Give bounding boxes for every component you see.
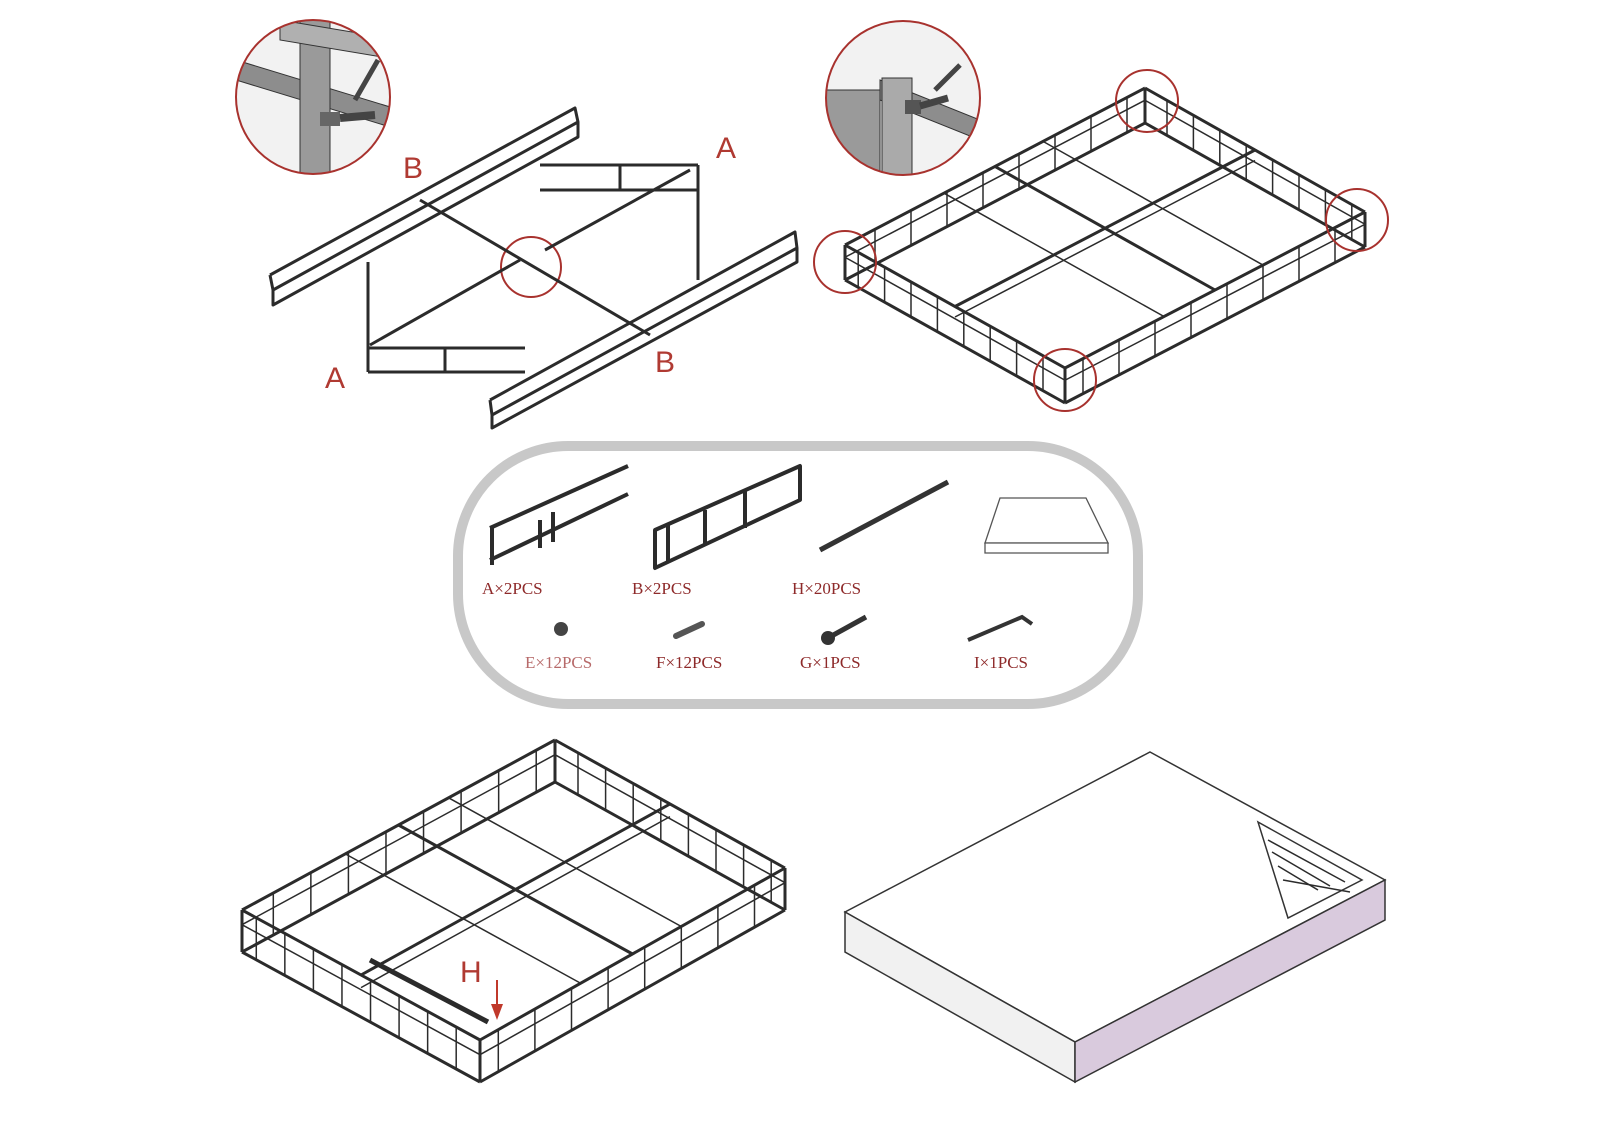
part-label-h: H×20PCS xyxy=(792,579,861,598)
corner-highlight-left xyxy=(813,230,877,294)
corner-highlight-front xyxy=(1033,348,1097,412)
frame-bar xyxy=(241,950,481,1084)
part-label-e: E×12PCS xyxy=(525,653,592,672)
rail-b-bottom xyxy=(488,230,799,430)
label-h: H xyxy=(460,956,482,989)
insert-arrow-icon xyxy=(491,980,503,1020)
frame-bar xyxy=(844,256,1066,381)
slat xyxy=(943,192,1165,318)
part-e-image xyxy=(554,622,568,636)
part-label-a: A×2PCS xyxy=(482,579,543,598)
frame-bar xyxy=(1144,99,1366,225)
frame-bar xyxy=(1144,121,1366,249)
step1-exploded-view: B A A B xyxy=(235,19,799,430)
detail-zoom-joint-2 xyxy=(825,20,981,176)
cross-rails xyxy=(369,168,691,347)
frame-bar xyxy=(241,924,481,1056)
frame-bar xyxy=(479,908,786,1084)
part-label-b: B×2PCS xyxy=(632,579,692,598)
part-label-f: F×12PCS xyxy=(656,653,722,672)
frame-bar xyxy=(554,754,786,884)
label-b-bottom: B xyxy=(655,346,675,379)
center-rail xyxy=(360,815,671,989)
parts-list-border xyxy=(453,441,1143,709)
frame-bar xyxy=(844,278,1066,405)
part-i-image xyxy=(967,614,1034,642)
frame-bar xyxy=(241,754,556,926)
frame-bar xyxy=(241,780,556,954)
part-a-top xyxy=(540,163,700,280)
step3-insert-slats: H xyxy=(240,738,787,1084)
frame-bar xyxy=(1064,245,1366,405)
frame-bar xyxy=(479,882,786,1056)
bed-frame xyxy=(843,86,1367,405)
part-a-image xyxy=(489,464,629,565)
label-b-top: B xyxy=(403,152,423,185)
slat xyxy=(1042,140,1264,266)
parts-list: A×2PCS B×2PCS H×20PCS E×12PCS F×12PCS G×… xyxy=(453,441,1143,709)
part-label-i: I×1PCS xyxy=(974,653,1028,672)
slat xyxy=(448,797,682,928)
part-b-image xyxy=(653,464,802,570)
center-rail xyxy=(954,159,1256,318)
part-label-g: G×1PCS xyxy=(800,653,861,672)
frame-bar xyxy=(554,780,786,912)
part-f-image xyxy=(673,621,705,639)
slat xyxy=(344,853,582,984)
center-rail xyxy=(994,165,1216,292)
detail-zoom-joint-1 xyxy=(235,19,391,175)
step4-cover-installed xyxy=(843,751,1387,1084)
joint-highlight-circle xyxy=(500,236,562,298)
cover-right-side xyxy=(1074,878,1386,1084)
part-cover-image xyxy=(984,497,1110,554)
frame-bar xyxy=(844,121,1146,282)
part-g-image xyxy=(821,614,868,645)
step2-assembled-frame xyxy=(813,20,1389,412)
part-h-image xyxy=(818,479,950,553)
rail-b-top xyxy=(268,106,580,307)
part-a-bottom xyxy=(366,262,525,374)
frame-bar xyxy=(1064,223,1366,381)
cover-cutaway xyxy=(1256,820,1364,920)
label-a-bottom: A xyxy=(325,362,345,395)
center-rail xyxy=(397,823,634,956)
corner-highlight-right xyxy=(1325,188,1389,252)
frame-bar xyxy=(844,99,1146,258)
corner-highlight-back xyxy=(1115,69,1179,133)
bed-frame xyxy=(240,738,787,1084)
label-a-top: A xyxy=(716,132,736,165)
slat-h xyxy=(368,957,490,1025)
